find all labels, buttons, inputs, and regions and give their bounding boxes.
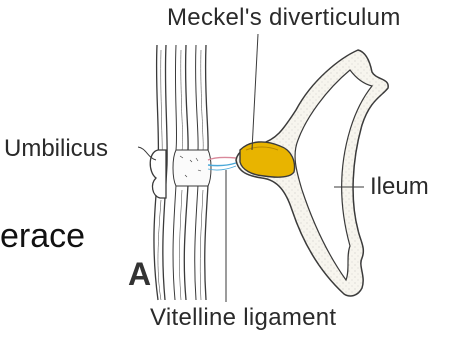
panel-letter: A	[128, 258, 151, 290]
label-meckels-diverticulum: Meckel's diverticulum	[167, 6, 401, 30]
vitelline-ligament	[208, 157, 236, 170]
label-ileum: Ileum	[370, 175, 429, 199]
umbilicus	[150, 150, 211, 198]
label-umbilicus: Umbilicus	[4, 137, 108, 161]
label-vitelline-ligament: Vitelline ligament	[150, 306, 336, 330]
partial-overlay-text: erace	[0, 219, 85, 253]
